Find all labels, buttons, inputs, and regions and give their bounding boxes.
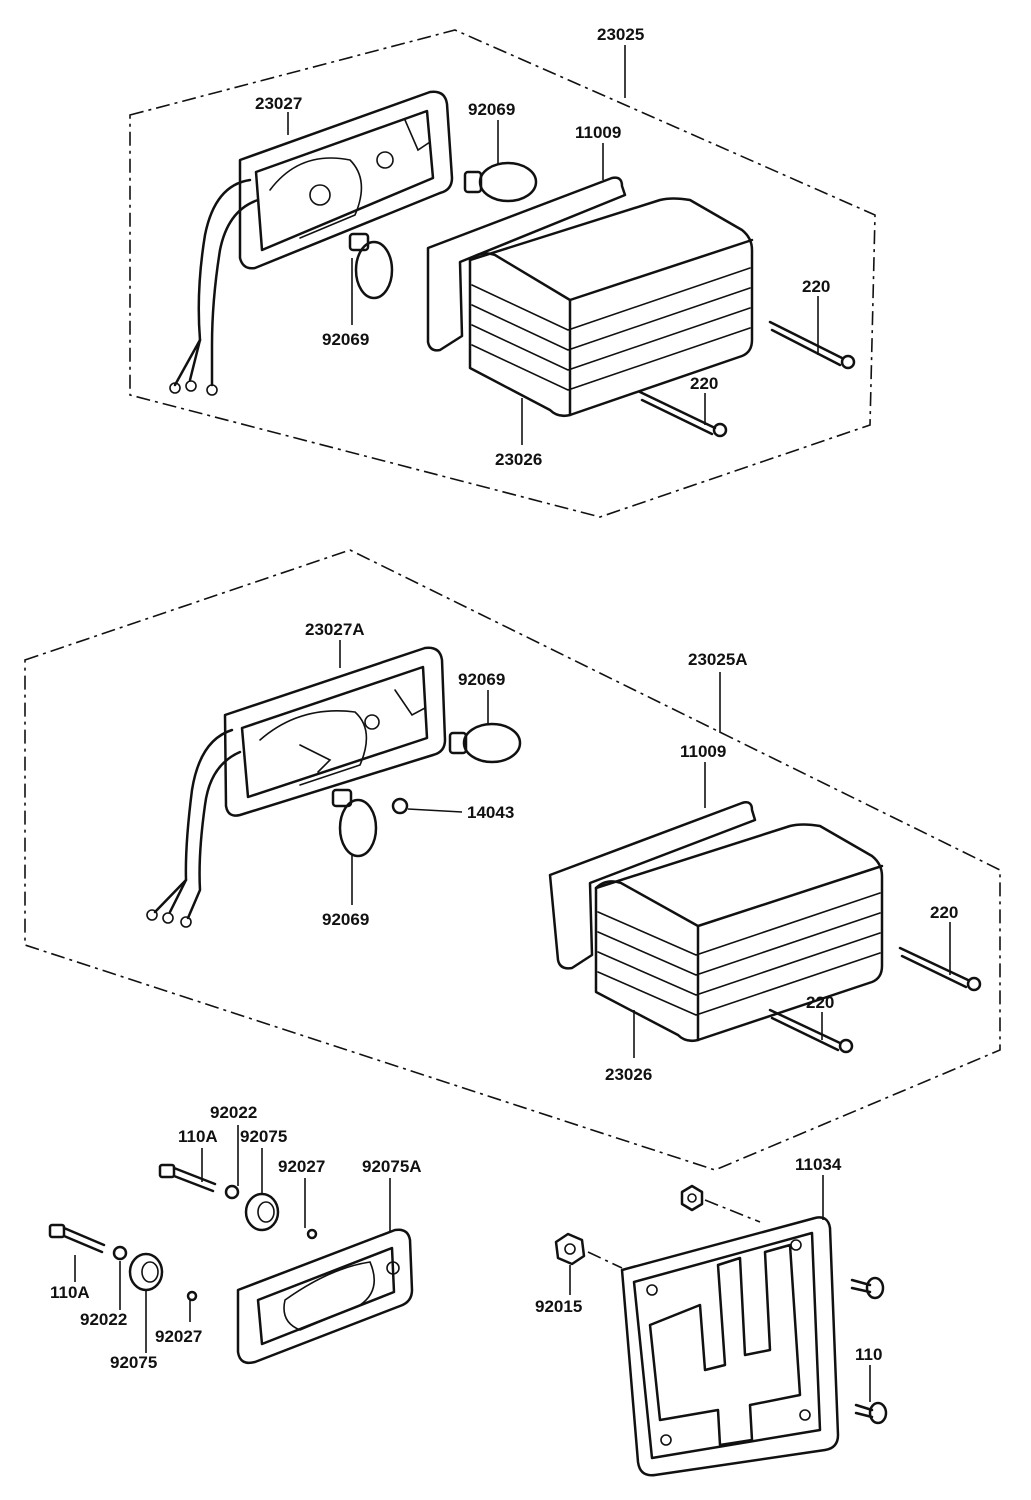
c-washer-bottom [112,1245,128,1261]
b-gasket [548,801,757,970]
label-14043: 14043 [467,803,514,822]
label-11034: 11034 [795,1155,842,1174]
label-11009-b: 11009 [680,742,726,761]
d-screw-bottom [854,1401,888,1425]
assembly-a-boundary [129,29,876,518]
a-screw-right [768,320,856,370]
label-92022-top: 92022 [210,1103,257,1122]
b-lens-housing [223,646,447,817]
label-110: 110 [855,1345,882,1364]
d-bracket-plate [620,1216,840,1477]
label-220-right: 220 [802,277,830,296]
d-leader-lines [569,1175,871,1402]
label-92027-top: 92027 [278,1157,325,1176]
b-bulb-bottom [331,788,378,858]
label-92069-bottom-b: 92069 [322,910,369,929]
label-92075-bottom: 92075 [110,1353,157,1372]
c-bolt-top [158,1163,217,1193]
d-nut-left [554,1232,586,1266]
label-220-lower: 220 [690,374,718,393]
label-92069-top: 92069 [468,100,515,119]
b-screw-right [898,946,982,992]
label-23027a: 23027A [305,620,365,639]
a-wire-harness [169,178,260,396]
c-washer-top [224,1184,240,1200]
label-220-right-b: 220 [930,903,958,922]
b-clip [391,797,409,815]
a-bulb-bottom [348,232,394,300]
license-lamp-parts: 92022 110A 92075 92027 92075A 110A 92022… [48,1103,422,1372]
a-leader-lines [287,45,819,445]
d-guide-top [704,1199,761,1223]
a-lens-housing [238,90,454,270]
label-11009: 11009 [575,123,621,142]
c-leader-lines [74,1125,391,1353]
label-23027: 23027 [255,94,302,113]
label-92069-top-b: 92069 [458,670,505,689]
label-92015: 92015 [535,1297,582,1316]
a-screw-lower [638,390,728,438]
assembly-a: 23025 23027 92069 11009 92069 220 220 23… [129,25,876,518]
c-nut-top [306,1228,318,1240]
label-110a-bottom: 110A [50,1283,90,1302]
label-23025: 23025 [597,25,644,44]
label-92069-bottom: 92069 [322,330,369,349]
label-92027-bottom: 92027 [155,1327,202,1346]
label-23026: 23026 [495,450,542,469]
label-92075-top: 92075 [240,1127,287,1146]
a-lamp-body [468,197,754,418]
b-wire-harness [146,728,242,928]
label-92075a: 92075A [362,1157,422,1176]
d-nut-top [680,1184,704,1212]
a-gasket [426,176,627,352]
license-bracket-parts: 11034 92015 110 [535,1155,888,1477]
d-screw-top [850,1276,885,1300]
label-220-lower-b: 220 [806,993,834,1012]
assembly-b-boundary [24,549,1001,1171]
b-leader-lines [339,640,951,1058]
c-bolt-bottom [48,1223,106,1254]
label-23026-b: 23026 [605,1065,652,1084]
c-license-lens [236,1228,414,1365]
b-lamp-body [594,823,884,1043]
b-screw-lower [768,1008,854,1054]
c-grommet-top [244,1192,280,1232]
d-guide-left [587,1251,623,1269]
c-nut-bottom [186,1290,198,1302]
label-92022-bottom: 92022 [80,1310,127,1329]
assembly-b: 23027A 92069 23025A 11009 14043 92069 22… [24,549,1001,1171]
label-23025a: 23025A [688,650,748,669]
a-bulb-top [463,161,538,203]
b-bulb-top [448,722,522,764]
c-grommet-bottom [128,1252,164,1292]
label-110a-top: 110A [178,1127,218,1146]
